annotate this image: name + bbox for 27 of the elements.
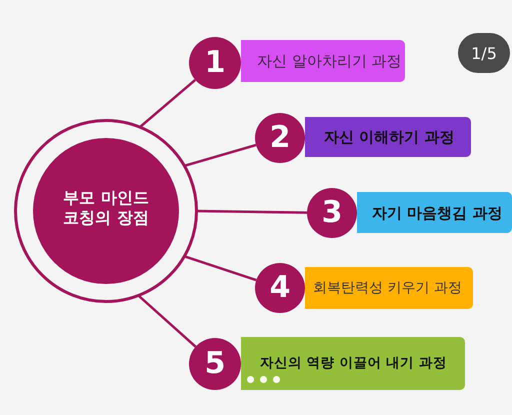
step-circle	[255, 113, 305, 163]
connector-line	[196, 210, 308, 214]
step-banner	[305, 267, 473, 309]
step-banner	[241, 337, 465, 390]
step-banner	[357, 192, 512, 233]
connector-line	[184, 144, 256, 167]
step-number: 3	[322, 198, 342, 228]
connector-line	[184, 255, 257, 282]
step-label: 회복탄력성 키우기 과정	[313, 280, 462, 296]
page-counter: 1/5	[458, 33, 510, 73]
step-circle	[307, 188, 357, 238]
step-number: 4	[270, 273, 290, 303]
step-number: 5	[204, 349, 226, 379]
step-label: 자신 알아차리기 과정	[257, 52, 402, 70]
center-title: 부모 마인드 코칭의 장점	[62, 188, 150, 228]
connector-line	[139, 78, 196, 128]
step-circle	[189, 37, 241, 89]
step-number: 2	[270, 123, 290, 153]
step-number: 1	[204, 48, 226, 78]
step-label: 자신의 역량 이끌어 내기 과정	[260, 355, 447, 372]
step-banner	[241, 40, 405, 82]
step-circle	[255, 263, 305, 313]
step-banner	[305, 117, 471, 157]
step-circle	[189, 338, 241, 390]
step-label: 자기 마음챙김 과정	[372, 204, 502, 222]
step-label: 자신 이해하기 과정	[324, 128, 454, 146]
connector-line	[138, 294, 196, 348]
